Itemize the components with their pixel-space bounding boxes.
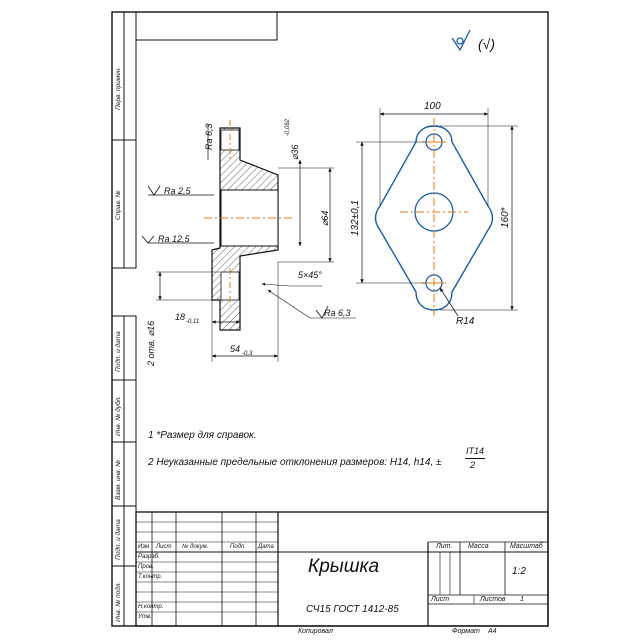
dim-54-tol: -0,3 xyxy=(242,351,253,357)
col-izm: Изм xyxy=(138,544,150,550)
dim-18-tol: -0,11 xyxy=(186,319,199,325)
col-docno: № докум. xyxy=(182,544,209,550)
roughness-25-label: Ra 2,5 xyxy=(164,186,192,196)
roughness-125-label: Ra 12,5 xyxy=(158,234,191,244)
material: СЧ15 ГОСТ 1412-85 xyxy=(306,604,399,615)
part-name: Крышка xyxy=(308,556,380,577)
row-tkontr: Т.контр. xyxy=(138,574,163,580)
row-nkontr: Н.контр. xyxy=(138,604,164,610)
roughness-other-label: (√) xyxy=(478,36,495,52)
list-label: Лист xyxy=(431,596,450,603)
title-block xyxy=(135,511,549,627)
format-label: Формат xyxy=(452,628,480,635)
fraction-bar xyxy=(465,458,485,459)
dim-holes: 2 отв. ⌀16 xyxy=(146,321,156,367)
dim-d36: ⌀36 xyxy=(290,145,300,160)
note-2-fraction-numerator: IT14 xyxy=(466,446,485,456)
podp-data-label-1: Подп. и дата xyxy=(115,331,122,372)
masshtab-label: Масштаб xyxy=(510,543,543,550)
dim-54: 54 xyxy=(230,344,240,354)
dim-d64: ⌀64 xyxy=(320,211,330,226)
sprav-no-label: Справ. № xyxy=(115,190,122,220)
note-2: 2 Неуказанные предельные отклонения разм… xyxy=(148,457,442,468)
roughness-63-right-label: Ra 6,3 xyxy=(324,308,351,318)
dim-160: 160* xyxy=(500,206,511,228)
scale-value: 1:2 xyxy=(512,566,526,577)
dim-r14: R14 xyxy=(456,316,475,327)
vzam-inv-label: Взам. инв. № xyxy=(115,459,122,500)
col-data: Дата xyxy=(258,544,274,550)
roughness-top-label: Ra 6,3 xyxy=(204,123,214,150)
kopiroval-label: Копировал xyxy=(298,628,333,635)
format-value: А4 xyxy=(488,628,497,635)
roughness-symbol-general xyxy=(451,29,471,52)
dim-18: 18 xyxy=(175,312,185,322)
left-strip xyxy=(111,11,137,627)
listov-value: 1 xyxy=(520,596,524,603)
perv-primen-label: Перв. примен. xyxy=(115,66,122,110)
dim-d36-tol: -0,062 xyxy=(285,118,291,136)
note-1: 1 *Размер для справок. xyxy=(148,430,257,441)
inv-dubl-label: Инв. № дубл. xyxy=(115,396,122,436)
row-prov: Пров. xyxy=(138,564,154,570)
row-razrab: Разраб. xyxy=(138,554,160,560)
listov-label: Листов xyxy=(480,596,506,603)
dim-chamfer: 5×45° xyxy=(298,270,322,280)
row-utv: Утв. xyxy=(138,614,152,620)
dim-100: 100 xyxy=(424,101,441,112)
dim-132: 132±0,1 xyxy=(350,200,361,236)
col-list: Лист xyxy=(156,544,172,550)
lit-label: Лит. xyxy=(436,543,453,550)
section-view xyxy=(141,120,356,362)
massa-label: Масса xyxy=(468,543,489,550)
col-podp: Подп. xyxy=(230,544,246,550)
inv-podl-label: Инв. № подл. xyxy=(115,581,122,622)
note-2-fraction-denominator: 2 xyxy=(470,460,476,470)
podp-data-label-2: Подп. и дата xyxy=(115,519,122,560)
front-view xyxy=(356,108,518,317)
